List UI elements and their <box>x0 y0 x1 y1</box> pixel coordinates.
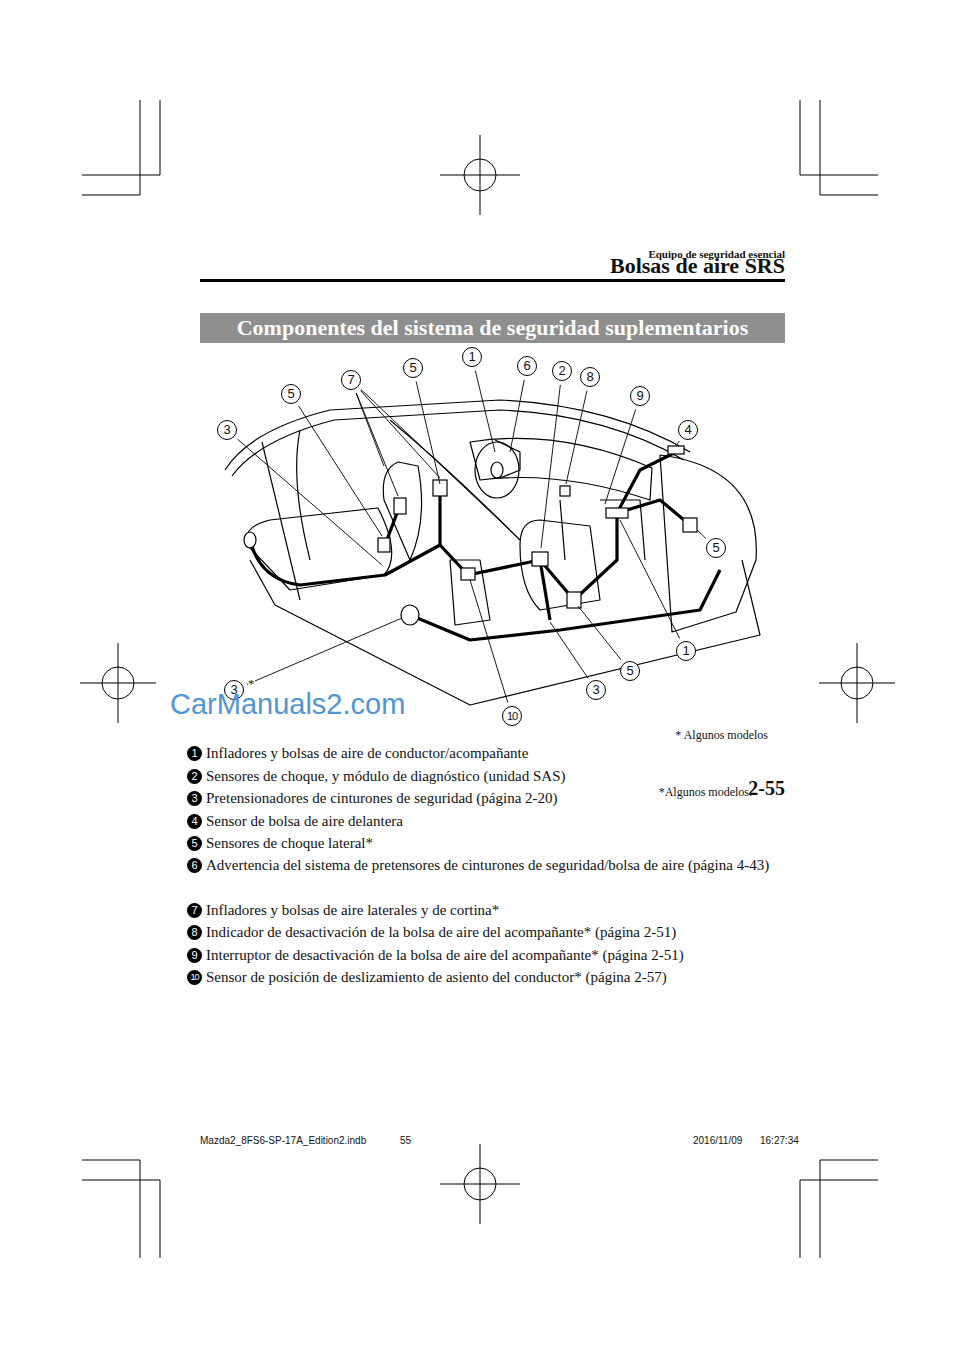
callout-number: 2 <box>552 361 572 381</box>
list-item: Sensor de bolsa de aire delantera <box>206 810 781 832</box>
list-item: Sensores de choque lateral* <box>206 832 781 854</box>
figure-note: * Algunos modelos <box>675 728 768 743</box>
list-number: 7 <box>187 903 202 918</box>
print-date: 2016/11/09 <box>693 1135 742 1146</box>
list-number: 3 <box>187 791 202 806</box>
list-number: 1 <box>187 746 202 761</box>
list-number: 5 <box>187 836 202 851</box>
list-number: 4 <box>187 814 202 829</box>
section-title: Componentes del sistema de seguridad sup… <box>200 313 785 343</box>
callout-number: 9 <box>630 386 650 406</box>
leader-line <box>605 409 636 504</box>
leader-line <box>566 391 587 484</box>
chapter-header: Bolsas de aire SRS <box>610 253 785 279</box>
callout-number: 5 <box>706 538 726 558</box>
callout-number: 6 <box>517 356 537 376</box>
list-item: Indicador de desactivación de la bolsa d… <box>206 921 781 943</box>
sheet-number: 55 <box>400 1135 411 1146</box>
callout-number: 7 <box>341 370 361 390</box>
leader-line <box>247 618 402 684</box>
list-number: 10 <box>187 970 202 985</box>
list-number: 8 <box>187 925 202 940</box>
list-item: Sensor de posición de deslizamiento de a… <box>206 966 781 988</box>
callout-number: 1 <box>462 347 482 367</box>
leader-line <box>677 441 679 444</box>
file-name: Mazda2_8FS6-SP-17A_Edition2.indb <box>200 1135 366 1146</box>
callout-number: 1 <box>676 641 696 661</box>
list-number: 9 <box>187 948 202 963</box>
callout-number: 10 <box>502 706 522 726</box>
leader-line <box>475 371 495 452</box>
leader-line <box>360 390 440 478</box>
callout-number: 5 <box>403 358 423 378</box>
list-item: Infladores y bolsas de aire de conductor… <box>206 742 781 764</box>
leader-line <box>361 390 520 540</box>
list-item: Advertencia del sistema de pretensores d… <box>206 854 781 876</box>
leader-line <box>578 606 621 660</box>
callout-number: 4 <box>678 420 698 440</box>
list-number: 2 <box>187 769 202 784</box>
leader-line <box>416 382 440 484</box>
leader-line <box>470 580 508 703</box>
leader-line <box>238 439 382 565</box>
leader-line <box>697 530 706 538</box>
leader-line <box>356 393 384 466</box>
footnote: *Algunos modelos. <box>659 785 752 800</box>
leader-line <box>299 406 382 536</box>
callout-number: 8 <box>580 367 600 387</box>
leader-line <box>620 520 680 638</box>
leader-line <box>541 385 560 548</box>
list-number: 6 <box>187 858 202 873</box>
callout-number: 5 <box>620 661 640 681</box>
print-time: 16:27:34 <box>760 1135 799 1146</box>
list-item: Interruptor de desactivación de la bolsa… <box>206 944 781 966</box>
page-number: 2-55 <box>748 777 785 800</box>
callout-number: 3 <box>217 420 237 440</box>
list-item: Infladores y bolsas de aire laterales y … <box>206 899 781 921</box>
watermark: CarManuals2.com <box>170 688 405 721</box>
callout-number: 3 <box>586 680 606 700</box>
leader-line <box>510 380 524 452</box>
list-item: Sensores de choque, y módulo de diagnóst… <box>206 765 781 787</box>
callout-number: 5 <box>281 384 301 404</box>
leader-line <box>550 622 588 678</box>
